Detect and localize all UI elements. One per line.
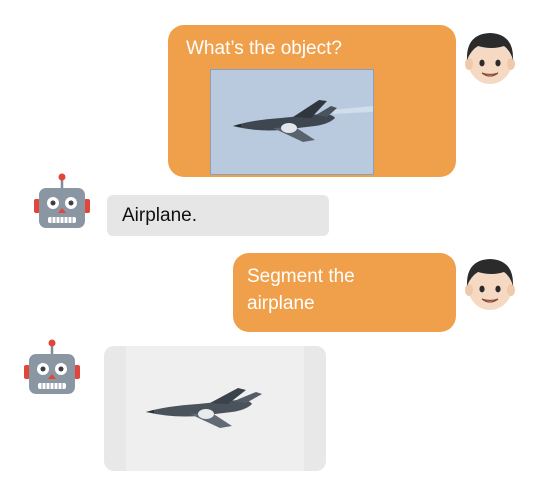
user-message-bubble: Segment the airplane (233, 253, 456, 332)
robot-face-icon (34, 173, 90, 228)
boy-face-icon (465, 259, 515, 310)
segmented-airplane-icon (146, 388, 262, 428)
bot-image-bubble (104, 346, 326, 471)
message-text: Segment the airplane (247, 266, 355, 314)
bot-avatar (30, 172, 90, 232)
bot-message-bubble: Airplane. (107, 195, 329, 236)
message-text: Airplane. (122, 205, 197, 226)
robot-face-icon (24, 339, 80, 394)
user-avatar (460, 28, 520, 88)
user-avatar (460, 254, 520, 314)
user-message-bubble: What’s the object? (168, 25, 456, 177)
bot-avatar (20, 338, 80, 398)
boy-face-icon (465, 33, 515, 84)
segmentation-result-image[interactable] (126, 346, 304, 471)
airplane-photo[interactable] (210, 69, 374, 175)
jet-icon (211, 70, 373, 174)
message-text: What’s the object? (186, 38, 342, 59)
